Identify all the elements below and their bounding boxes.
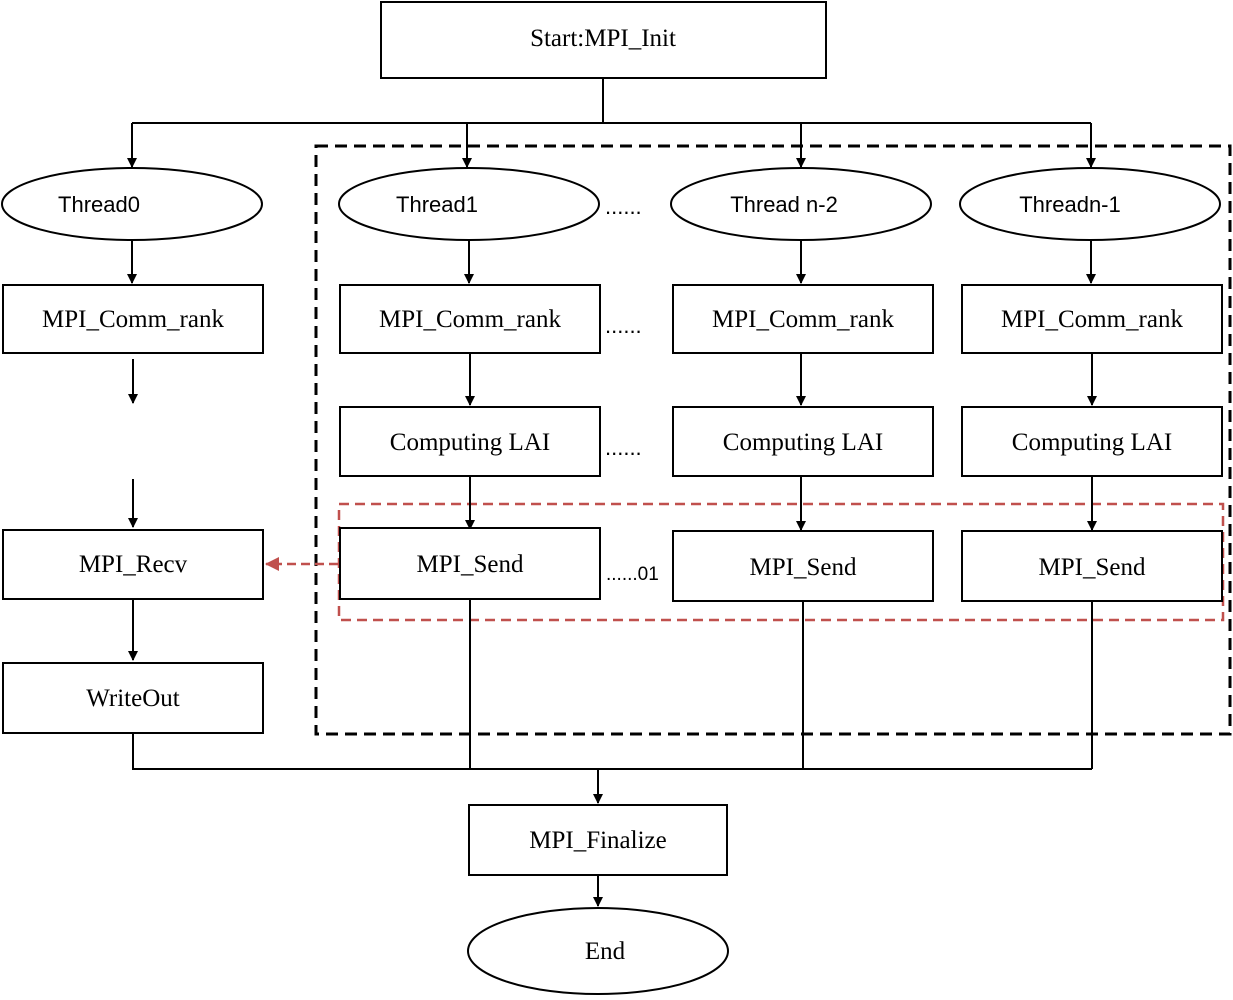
computing-label-n2: Computing LAI <box>723 429 883 456</box>
thread1-label: Thread1 <box>396 192 478 217</box>
end-label: End <box>585 938 626 965</box>
send-box-n2 <box>672 530 934 602</box>
thread-n1-ellipse <box>959 167 1221 241</box>
computing-label-1: Computing LAI <box>390 429 550 456</box>
start-box <box>380 1 827 79</box>
send-label-n2: MPI_Send <box>750 554 857 581</box>
computing-label-n1: Computing LAI <box>1012 429 1172 456</box>
start-label: Start:MPI_Init <box>530 25 676 52</box>
send-label-n1: MPI_Send <box>1039 554 1146 581</box>
send-box-1 <box>339 527 601 600</box>
thread0-label: Thread0 <box>58 192 140 217</box>
comm-rank-label-1: MPI_Comm_rank <box>379 306 561 333</box>
recv-box <box>2 529 264 600</box>
thread-n1-label: Threadn-1 <box>1019 192 1121 217</box>
thread-n2-ellipse <box>670 167 932 241</box>
comm-rank-box-1 <box>339 284 601 354</box>
thread0-ellipse <box>1 167 263 241</box>
writeout-label: WriteOut <box>86 685 179 712</box>
comm-rank-label-0: MPI_Comm_rank <box>42 306 224 333</box>
finalize-label: MPI_Finalize <box>529 827 667 854</box>
thread-ellipsis: ...... <box>605 194 642 219</box>
merge-connector <box>132 599 1093 770</box>
recv-label: MPI_Recv <box>79 551 188 578</box>
computing-ellipsis: ...... <box>605 435 642 460</box>
send-ellipsis: ......01 <box>606 564 659 585</box>
writeout-box <box>2 662 264 734</box>
computing-box-n2 <box>672 406 934 477</box>
send-box-n1 <box>961 530 1223 602</box>
send-label-1: MPI_Send <box>417 551 524 578</box>
comm-rank-label-n1: MPI_Comm_rank <box>1001 306 1183 333</box>
end-ellipse <box>467 907 729 995</box>
comm-rank-label-n2: MPI_Comm_rank <box>712 306 894 333</box>
thread-n2-label: Thread n-2 <box>730 192 838 217</box>
comm-rank-box-0 <box>2 284 264 354</box>
computing-box-n1 <box>961 406 1223 477</box>
computing-box-1 <box>339 406 601 477</box>
thread1-ellipse <box>338 167 600 241</box>
start-connector <box>132 78 1091 124</box>
comm-rank-box-n2 <box>672 284 934 354</box>
parallel-threads-group <box>314 144 1232 736</box>
comm-rank-ellipsis: ...... <box>605 313 642 338</box>
comm-rank-box-n1 <box>961 284 1223 354</box>
